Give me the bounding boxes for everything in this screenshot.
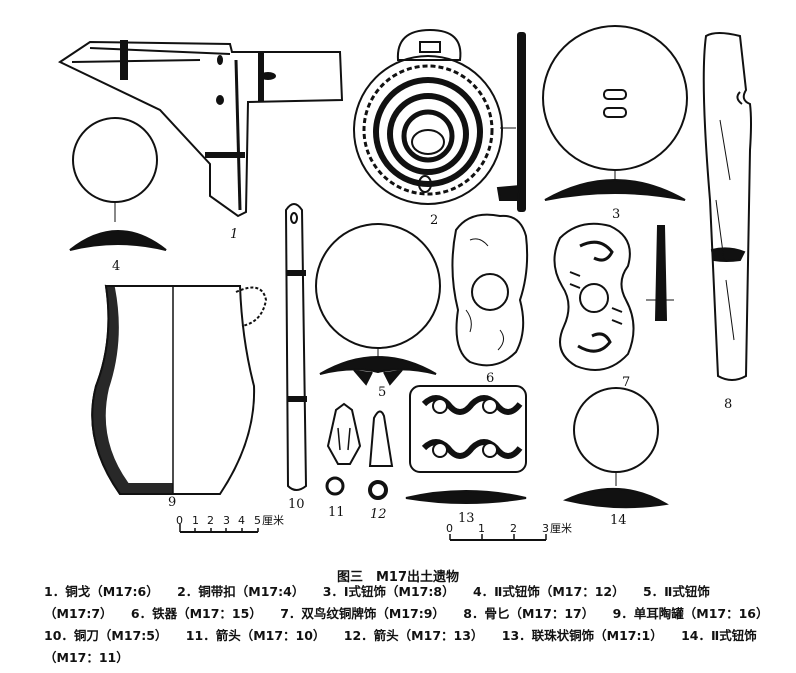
- caption-item-1: 1．铜戈（M17:6）: [44, 584, 159, 599]
- artifact-8-bone-spoon: [702, 32, 752, 381]
- scale-right-unit: 厘米: [550, 522, 572, 535]
- artifact-10-bronze-knife: [284, 203, 308, 491]
- scale-left-tick-0: 0: [176, 514, 183, 527]
- scale-right-tick-0: 0: [446, 522, 453, 535]
- label-9: 9: [168, 495, 176, 510]
- artifact-11-arrowhead: [325, 402, 362, 496]
- scale-right-tick-3: 3: [542, 522, 549, 535]
- label-1: 1: [230, 227, 238, 242]
- caption-item-10: 10．铜刀（M17:5）: [44, 628, 168, 643]
- scale-bar-right: [449, 534, 547, 541]
- scale-left-tick-2: 2: [207, 514, 214, 527]
- label-10: 10: [288, 497, 305, 512]
- scale-left-tick-4: 4: [238, 514, 245, 527]
- caption-item-2: 2．铜带扣（M17:4）: [177, 584, 305, 599]
- caption-item-3: 3．Ⅰ式钮饰（M17:8）: [322, 584, 455, 599]
- scale-right-tick-2: 2: [510, 522, 517, 535]
- caption-item-4: 4．Ⅱ式钮饰（M17：12）: [472, 584, 625, 599]
- scale-right-tick-1: 1: [478, 522, 485, 535]
- caption-item-8: 8．骨匕（M17：17）: [463, 606, 595, 621]
- artifact-4-button-ornament: [69, 117, 167, 251]
- caption-item-13: 13．联珠状铜饰（M17:1）: [501, 628, 663, 643]
- label-14: 14: [610, 513, 627, 528]
- scale-left-tick-3: 3: [223, 514, 230, 527]
- caption-item-9: 9．单耳陶罐（M17：16）: [612, 606, 769, 621]
- label-6: 6: [486, 371, 494, 386]
- artifact-1-bronze-ge: [57, 40, 344, 218]
- scale-left-tick-5: 5: [254, 514, 261, 527]
- label-3: 3: [612, 207, 620, 222]
- artifact-5-button-ornament: [315, 223, 441, 386]
- label-2: 2: [430, 213, 438, 228]
- caption-item-5: 5．Ⅱ式钮饰（M17:7）: [44, 584, 710, 621]
- figure-caption: 1．铜戈（M17:6） 2．铜带扣（M17:4） 3．Ⅰ式钮饰（M17:8） 4…: [44, 581, 784, 669]
- artifact-14-button-ornament: [562, 387, 669, 509]
- figure-title: 图三 M17出土遗物: [336, 570, 460, 585]
- caption-item-7: 7．双鸟纹铜牌饰（M17:9）: [280, 606, 445, 621]
- scale-left-unit: 厘米: [262, 514, 284, 527]
- label-4: 4: [112, 259, 120, 274]
- artifact-7-double-bird-plaque: [553, 222, 674, 371]
- caption-item-11: 11．箭头（M17：10）: [185, 628, 326, 643]
- artifact-12-arrowhead: [368, 410, 394, 500]
- label-7: 7: [622, 375, 630, 390]
- scale-left-tick-1: 1: [192, 514, 199, 527]
- caption-item-12: 12．箭头（M17：13）: [343, 628, 484, 643]
- artifact-plate: 1 2 3 4 5 6 7 8 9 10 11 12 13 14 0 1 2 3…: [57, 25, 752, 541]
- scale-bar-left: [179, 524, 259, 533]
- artifact-9-pottery-jar: [91, 284, 268, 495]
- caption-item-6: 6．铁器（M17：15）: [130, 606, 262, 621]
- label-5: 5: [378, 385, 386, 400]
- artifact-3-button-ornament: [542, 25, 688, 201]
- label-13: 13: [458, 511, 475, 526]
- artifact-13-beaded-ornament: [405, 385, 527, 504]
- artifact-2-belt-buckle: [353, 28, 526, 212]
- label-12: 12: [370, 507, 387, 522]
- label-8: 8: [724, 397, 732, 412]
- label-11: 11: [328, 505, 345, 520]
- artifact-6-iron-object: [451, 213, 529, 367]
- caption-item-14: 14．Ⅱ式钮饰（M17：11）: [44, 628, 757, 665]
